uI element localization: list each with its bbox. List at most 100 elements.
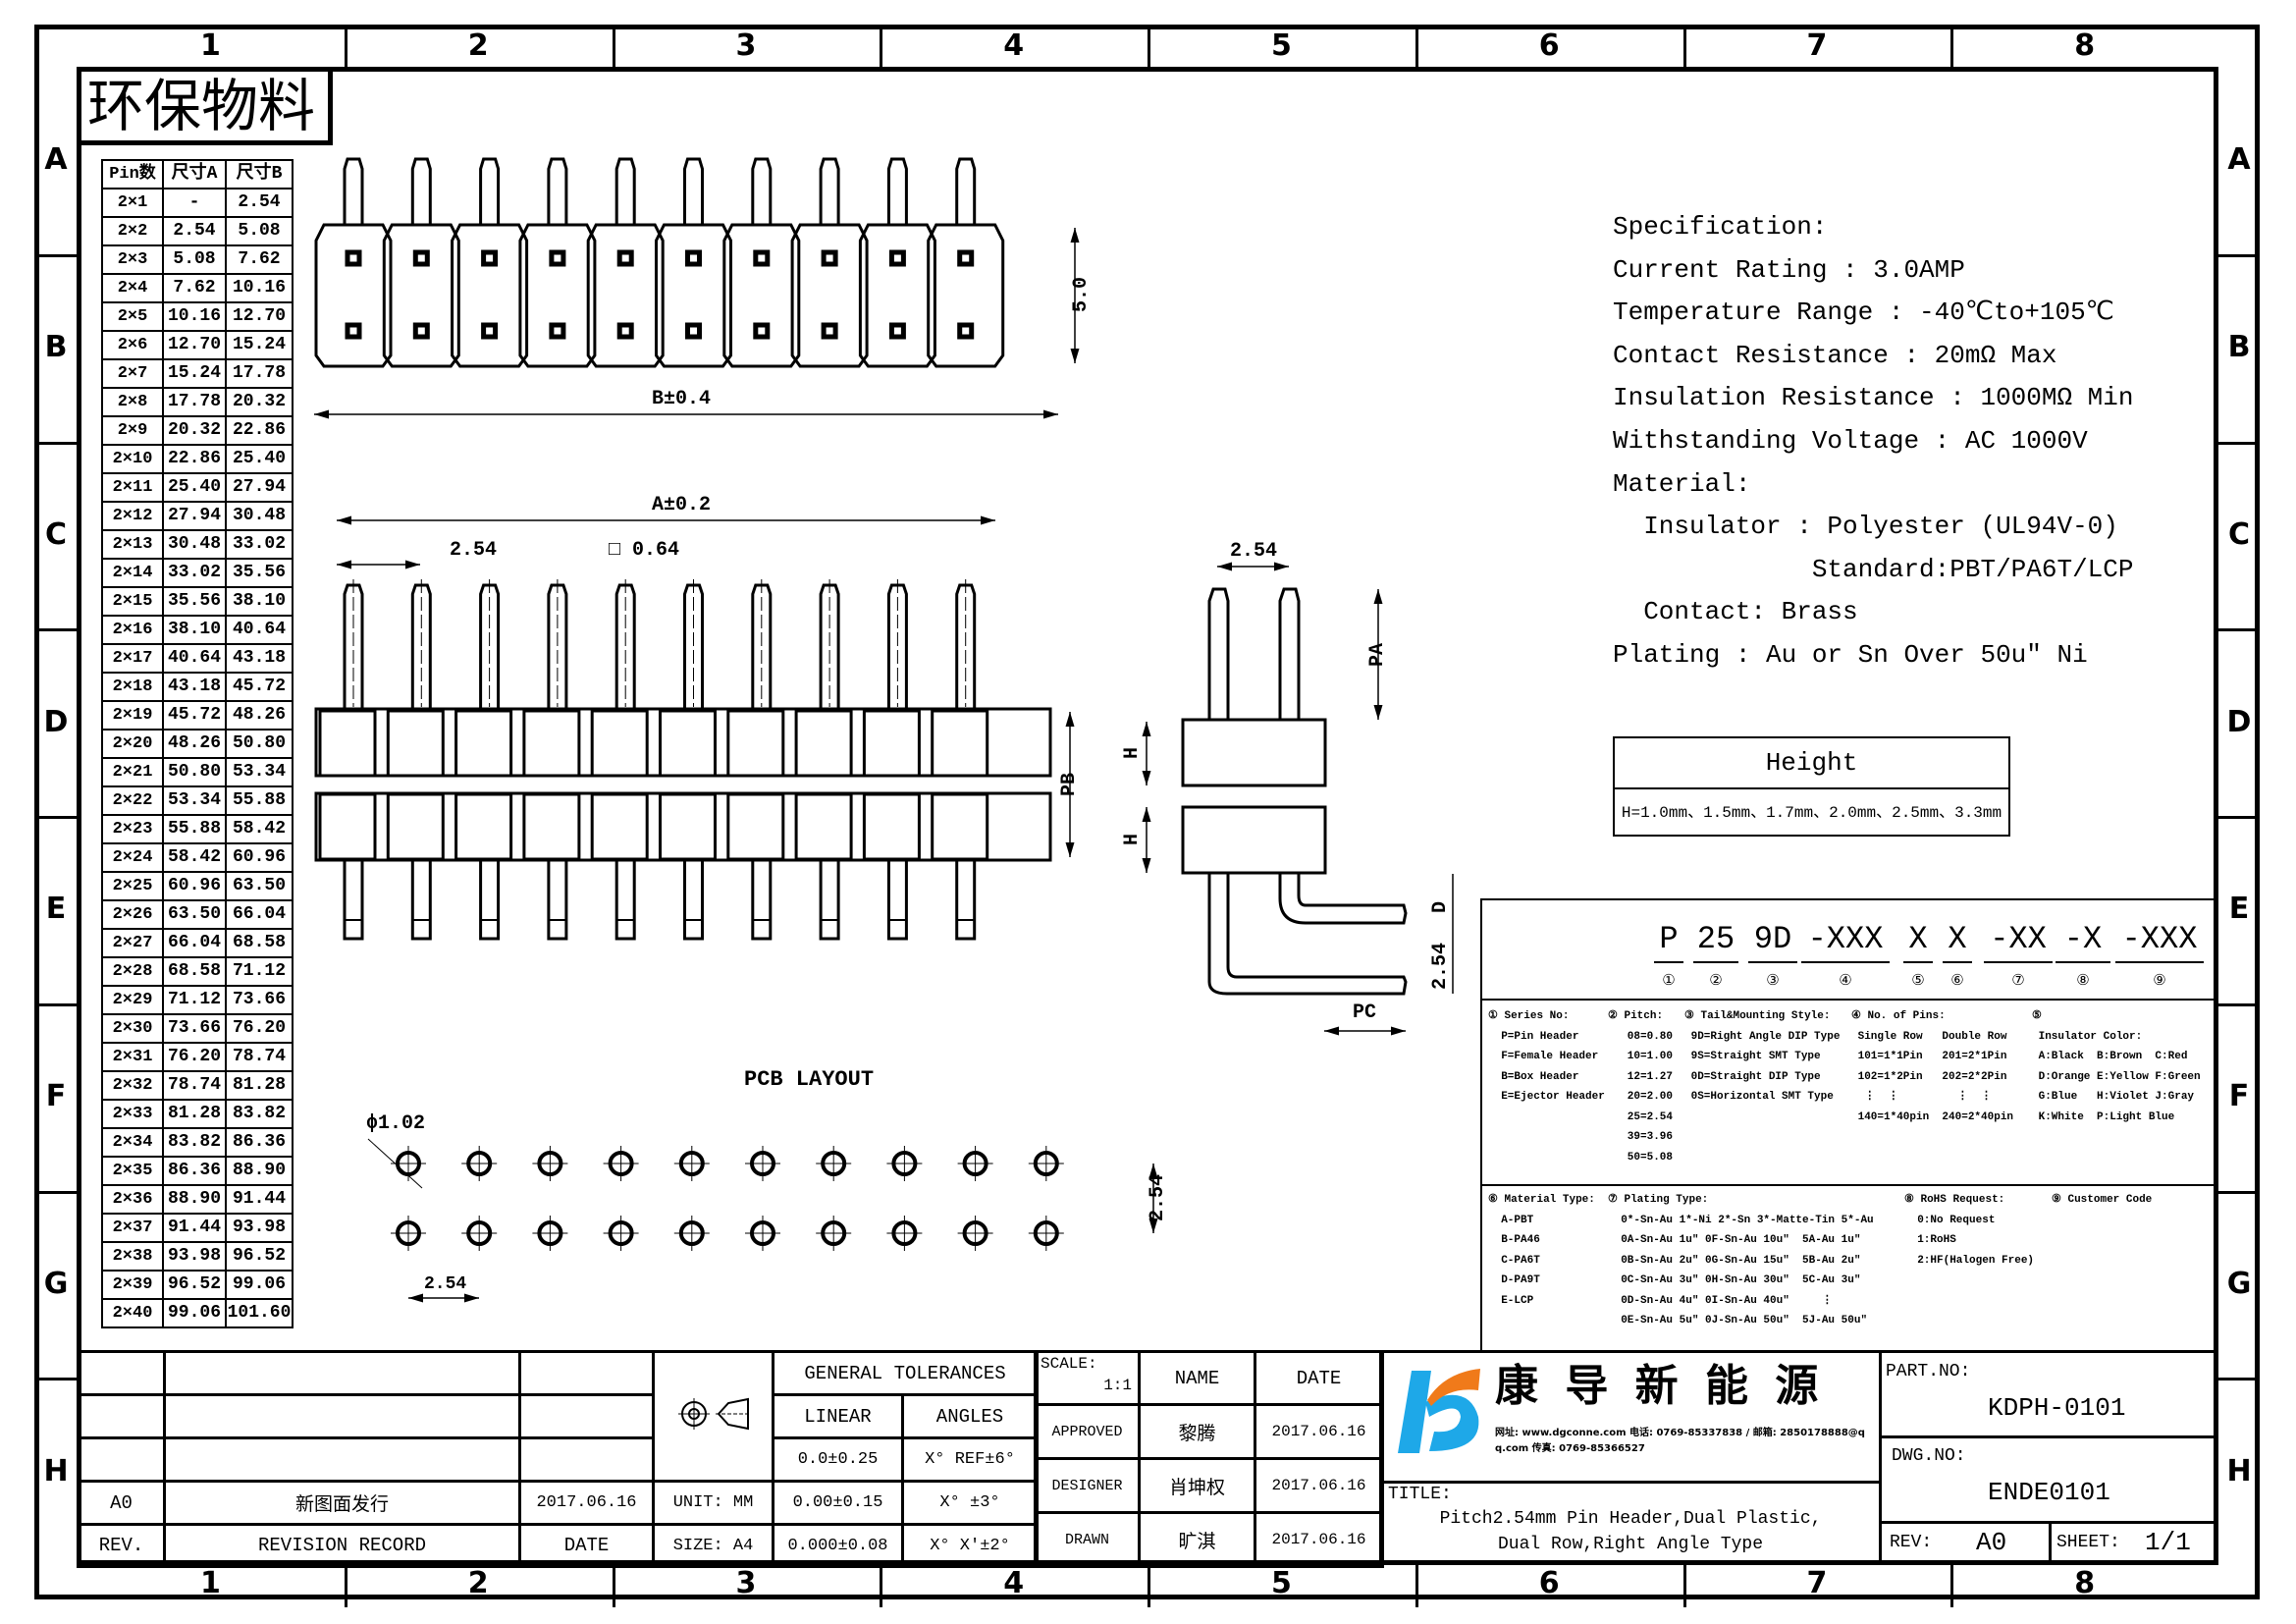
size-b-cell: 58.42 — [225, 814, 294, 844]
dim-pc-label: PC — [1353, 1001, 1377, 1024]
dimension-table-header: Pin数 尺寸A 尺寸B — [101, 159, 294, 189]
zone-col-divider — [1682, 25, 1686, 67]
size-a-cell: 88.90 — [162, 1184, 227, 1215]
zone-col-4-top: 4 — [1003, 28, 1025, 63]
front-view — [314, 515, 1075, 941]
spec-line: Insulator : Polyester (UL94V-0) — [1613, 512, 2118, 542]
size-a-cell: 17.78 — [162, 387, 227, 417]
size-b-cell: 76.20 — [225, 1013, 294, 1044]
third-angle-projection-icon — [677, 1397, 751, 1430]
size-b-cell: 93.98 — [225, 1213, 294, 1243]
code-segment: 9D — [1748, 918, 1797, 963]
housing-upper-cell — [386, 709, 445, 778]
size-b-cell: 73.66 — [225, 985, 294, 1015]
pin-square — [481, 322, 499, 340]
pin-tip — [819, 157, 840, 224]
size-b-cell: 30.48 — [225, 501, 294, 531]
pin-count-cell: 2×40 — [101, 1298, 164, 1328]
code-segment-number: ⑨ — [2153, 971, 2166, 989]
size-b-cell: 15.24 — [225, 330, 294, 360]
size-a-cell: 96.52 — [162, 1270, 227, 1300]
header-size-b: 尺寸B — [225, 159, 294, 189]
pin-count-cell: 2×3 — [101, 244, 164, 275]
size-a-cell: 71.12 — [162, 985, 227, 1015]
zone-col-3-top: 3 — [735, 28, 757, 63]
zone-col-3-bottom: 3 — [735, 1566, 757, 1600]
housing-lower-cell — [794, 792, 853, 861]
order-rohs: ⑧ RoHS Request: 0:No Request 1:RoHS 2:HF… — [1904, 1194, 2035, 1267]
pin-tip — [683, 157, 704, 224]
size-b-cell: 35.56 — [225, 558, 294, 588]
projection-symbol — [652, 1350, 774, 1483]
zone-row-divider — [34, 1378, 78, 1381]
pin-count-cell: 2×12 — [101, 501, 164, 531]
order-pins: ④ No. of Pins: Single Row Double Row 101… — [1851, 1010, 2014, 1123]
zone-row-A-left: A — [44, 142, 68, 178]
size-b-cell: 66.04 — [225, 899, 294, 930]
zone-row-divider — [2216, 253, 2260, 257]
drawn-date: 2017.06.16 — [1254, 1511, 1384, 1568]
size-a-cell: 76.20 — [162, 1042, 227, 1072]
side-pitch-label: 2.54 — [1230, 540, 1278, 563]
dim-h1-label: H — [1121, 747, 1144, 760]
size-a-cell: 78.74 — [162, 1070, 227, 1101]
pin-count-cell: 2×31 — [101, 1042, 164, 1072]
zone-col-divider — [880, 25, 883, 67]
order-customer: ⑨ Customer Code — [2052, 1194, 2153, 1206]
pin-count-cell: 2×5 — [101, 301, 164, 332]
pin-count-cell: 2×26 — [101, 899, 164, 930]
size-b-cell: 55.88 — [225, 785, 294, 816]
zone-col-divider — [1950, 25, 1954, 67]
revision-date-value: 2017.06.16 — [518, 1480, 655, 1526]
linear-label: LINEAR — [772, 1393, 904, 1439]
size-a-cell: 53.34 — [162, 785, 227, 816]
size-a-cell: - — [162, 188, 227, 218]
pin-count-cell: 2×32 — [101, 1070, 164, 1101]
approved-label: APPROVED — [1034, 1403, 1141, 1460]
zone-row-F-left: F — [45, 1079, 67, 1114]
revision-record-label: REVISION RECORD — [163, 1523, 521, 1568]
side-housing-upper — [1181, 718, 1327, 787]
zone-col-2-bottom: 2 — [467, 1566, 489, 1600]
housing-upper-cell — [318, 709, 377, 778]
housing-cell — [586, 223, 665, 368]
pin-count-cell: 2×16 — [101, 615, 164, 645]
zone-row-H-left: H — [43, 1453, 69, 1489]
top-view — [314, 157, 1080, 419]
zone-col-divider — [880, 1565, 883, 1607]
dim-row-pitch-label: 2.54 — [1429, 943, 1452, 991]
drawn-label: DRAWN — [1034, 1511, 1141, 1568]
housing-upper-cell — [454, 709, 513, 778]
pin-count-cell: 2×10 — [101, 444, 164, 474]
scale-cell: SCALE:1:1 — [1034, 1350, 1141, 1406]
size-b-cell: 71.12 — [225, 956, 294, 987]
pin-square — [685, 322, 702, 340]
code-segment-number: ② — [1709, 971, 1723, 989]
pin-count-cell: 2×22 — [101, 785, 164, 816]
date-label: DATE — [1254, 1350, 1384, 1406]
pcb-layout-title: PCB LAYOUT — [744, 1067, 875, 1092]
scale-label: SCALE: — [1041, 1355, 1097, 1373]
company-title-block: 康 导 新 能 源 网址: www.dgconne.com 电话: 0769-8… — [1379, 1350, 1882, 1565]
housing-lower-cell — [318, 792, 377, 861]
pin-lower — [547, 858, 568, 941]
size-a-cell: 2.54 — [162, 216, 227, 246]
linear-tol-3: 0.000±0.08 — [772, 1523, 904, 1568]
title-label: TITLE: — [1388, 1485, 1452, 1504]
pin-square — [821, 249, 838, 267]
revision-record-value: 新图面发行 — [163, 1480, 521, 1526]
revision-tolerance-block: GENERAL TOLERANCES LINEAR ANGLES 0.0±0.2… — [77, 1350, 1040, 1568]
side-housing-lower — [1181, 805, 1327, 875]
zone-col-divider — [612, 25, 615, 67]
